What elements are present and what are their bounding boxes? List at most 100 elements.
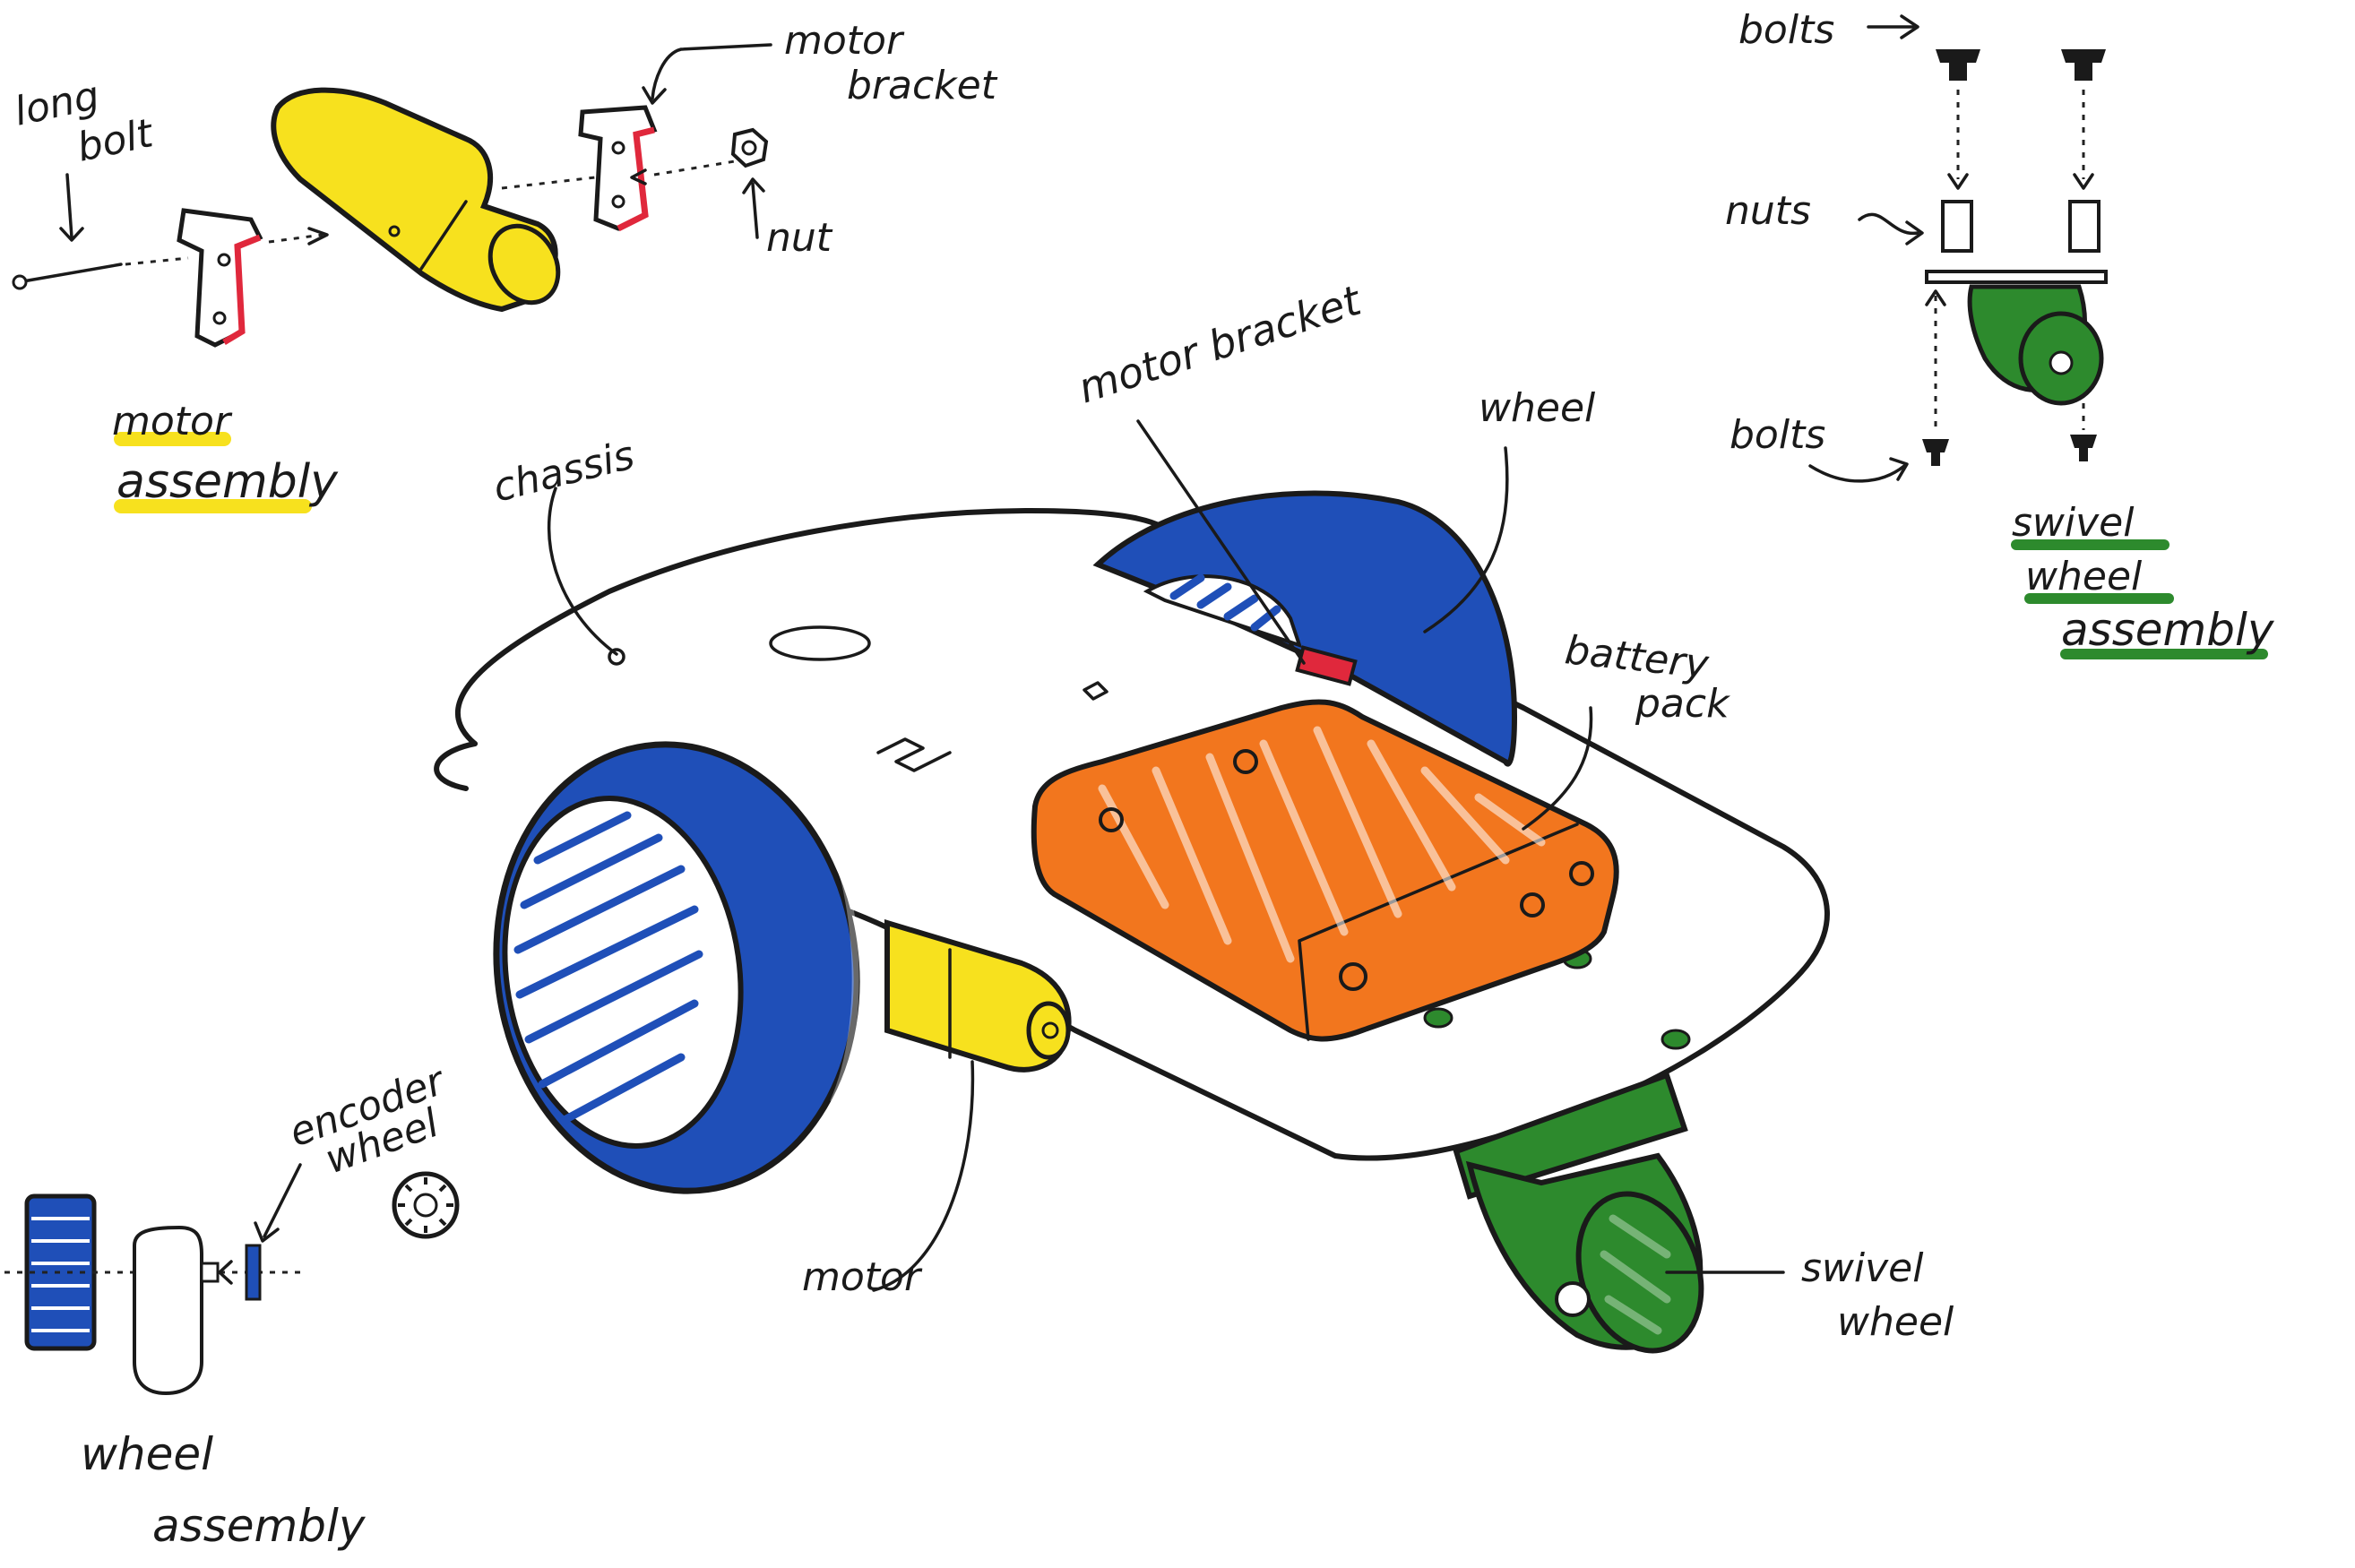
bolt-top-right <box>2061 49 2106 81</box>
label-chassis: chassis <box>488 432 639 511</box>
back-wheel <box>1092 490 1518 767</box>
chassis-front-curl <box>434 741 478 791</box>
label-battery-1: battery <box>1563 627 1712 688</box>
assembly-axis <box>125 256 189 266</box>
swivel-axle <box>1555 1281 1591 1317</box>
back-wheel-hub <box>1143 574 1303 649</box>
leader-encoder-wheel <box>263 1163 302 1238</box>
motor-assembly-seam <box>419 200 468 271</box>
arrow-head <box>254 1221 280 1243</box>
bracket-hole <box>217 253 231 267</box>
chassis-slot <box>876 737 952 772</box>
arrow-head <box>59 227 84 242</box>
label-motor: motor <box>802 1254 923 1300</box>
motor-shaft <box>1041 1021 1059 1039</box>
motor-assembly-endcap <box>487 223 561 306</box>
battery-pack <box>1031 699 1619 1042</box>
swivel-plate <box>1925 270 2108 284</box>
back-wheel-hatch <box>1169 573 1281 632</box>
motor-bracket-left-edge <box>222 234 262 346</box>
arrow-head <box>218 1260 233 1285</box>
bolt-top-left <box>1936 49 1980 81</box>
chassis-standoff <box>1661 1029 1691 1050</box>
arrow-head <box>642 86 667 105</box>
back-wheel-tire <box>1092 490 1518 767</box>
bracket-hole <box>212 311 227 325</box>
front-wheel-shine <box>812 804 859 1104</box>
battery-screw <box>1520 892 1545 918</box>
label-wheel: wheel <box>1479 385 1596 431</box>
swivel-mount-plate <box>1453 1072 1688 1200</box>
wheel-assembly-shaft <box>200 1262 220 1283</box>
label-swivel-assembly-2: wheel <box>2025 554 2143 599</box>
encoder-wheel-hub <box>413 1193 438 1218</box>
label-swivel-wheel-2: wheel <box>1837 1299 1954 1345</box>
arrow-head <box>630 168 647 185</box>
battery-screw <box>1569 861 1594 886</box>
leader-bolts-bottom <box>1808 464 1906 483</box>
swivel-assembly-exploded <box>1808 14 2268 659</box>
bolt-bottom-right <box>2070 435 2097 461</box>
leader-nuts <box>1858 212 1919 236</box>
swivel-hatch <box>1600 1214 1671 1335</box>
nut-hole <box>741 140 757 156</box>
chassis-slot-small <box>1083 681 1108 701</box>
motor-endcap <box>1026 1001 1071 1060</box>
motor-assembly-hole <box>388 225 401 237</box>
chassis-standoff <box>1423 1007 1454 1029</box>
battery-edge <box>1298 823 1579 1041</box>
bolt-bottom-left <box>1922 439 1949 466</box>
main-motor <box>884 918 1072 1073</box>
label-motor-bracket-top-2: bracket <box>847 63 998 108</box>
arrow-head <box>1947 173 1969 190</box>
arrow-head <box>1925 289 1946 306</box>
front-wheel <box>493 741 860 1194</box>
leader-chassis <box>547 487 618 656</box>
label-swivel-assembly-3: assembly <box>2061 604 2275 656</box>
nut-left <box>1941 200 1973 253</box>
label-motor-bracket-main: motor bracket <box>1073 275 1368 412</box>
battery-screw <box>1339 962 1367 991</box>
label-battery-2: pack <box>1635 681 1730 727</box>
label-bolts-bottom: bolts <box>1730 412 1825 458</box>
bracket-hole <box>611 194 625 209</box>
chassis-hole <box>769 625 871 661</box>
assembly-axis <box>268 233 323 244</box>
long-bolt <box>16 263 123 284</box>
leader-motor-bracket-main <box>1136 419 1306 665</box>
wheel-assembly-motor <box>133 1225 203 1396</box>
long-bolt-head <box>12 274 28 290</box>
chassis-screw <box>608 648 625 666</box>
wheel-assembly-exploded <box>4 1163 460 1396</box>
swivel-caster-axle <box>2049 350 2074 375</box>
leader-long-bolt <box>65 173 73 239</box>
arrow-head <box>1900 14 1919 39</box>
label-nut: nut <box>766 215 833 261</box>
front-wheel-hatch <box>513 811 703 1124</box>
nut-right <box>2068 200 2101 253</box>
swivel-wheel <box>1453 1072 1704 1354</box>
bracket-hole <box>611 141 625 155</box>
label-wheel-assembly-2: assembly <box>152 1500 367 1552</box>
arrow-head <box>307 227 329 246</box>
battery-screw <box>1099 807 1124 832</box>
chassis-outline <box>454 508 1830 1161</box>
motor-assembly-exploded <box>12 43 772 513</box>
arrow-head <box>1905 220 1924 246</box>
leader-motor-bracket <box>651 43 772 100</box>
label-wheel-assembly-1: wheel <box>81 1428 213 1480</box>
label-nuts: nuts <box>1725 188 1811 234</box>
arrow-head <box>742 177 765 194</box>
label-motor-assembly-1: motor <box>112 399 233 444</box>
assembly-axis <box>653 159 736 177</box>
label-motor-bracket-top-1: motor <box>784 18 905 64</box>
label-swivel-assembly-1: swivel <box>2012 500 2135 546</box>
battery-screw <box>1233 749 1258 774</box>
leader-battery <box>1522 706 1593 831</box>
leader-motor <box>872 1060 975 1292</box>
label-bolts-top: bolts <box>1738 7 1834 53</box>
arrow-head <box>2073 173 2094 190</box>
arrow-head <box>1889 457 1909 481</box>
nut-part <box>730 127 769 168</box>
